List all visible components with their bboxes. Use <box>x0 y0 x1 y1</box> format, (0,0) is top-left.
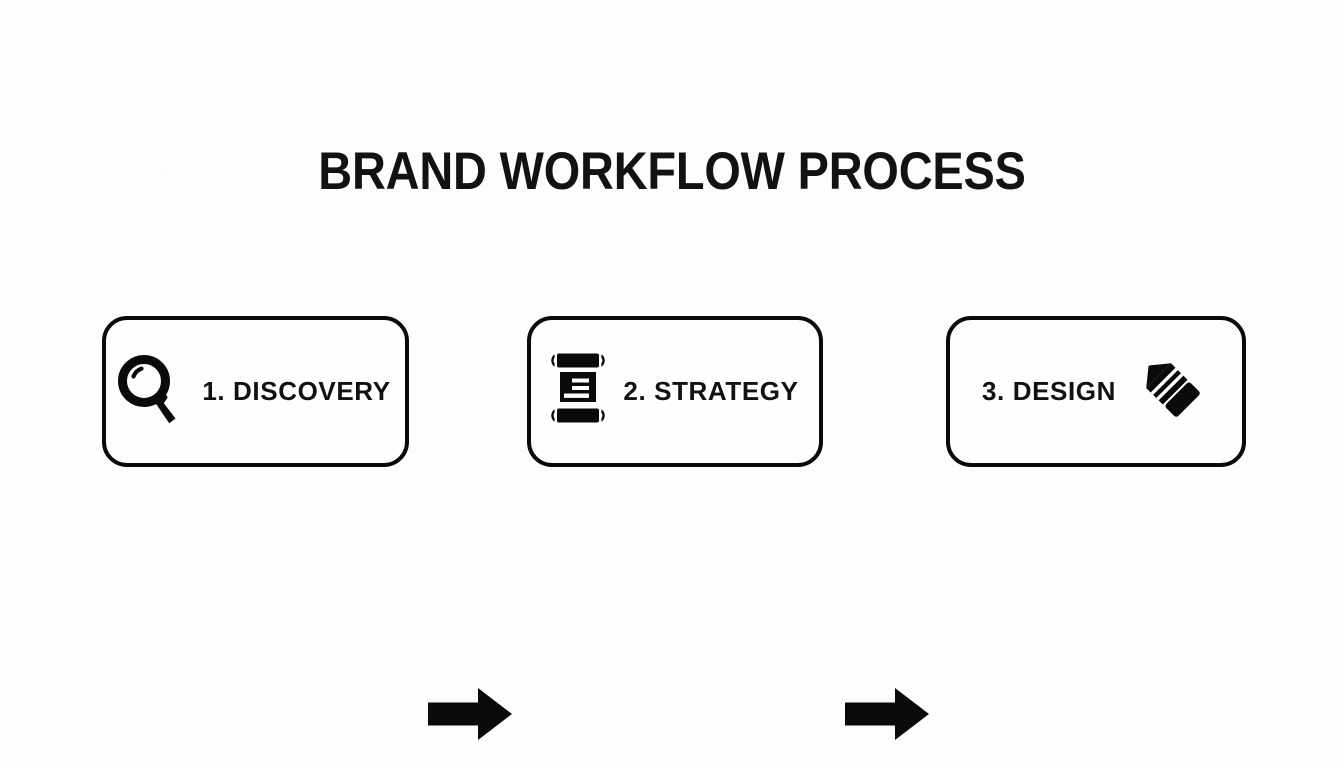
pencil-icon <box>1134 351 1210 432</box>
scroll-document-icon <box>547 350 609 433</box>
step-label-design: 3. DESIGN <box>982 376 1116 406</box>
arrow-right-icon <box>428 688 512 740</box>
step-card-strategy[interactable]: 2. STRATEGY <box>527 316 823 467</box>
page-title: BRAND WORKFLOW PROCESS <box>318 142 1026 201</box>
arrow-right-icon <box>845 688 929 740</box>
step-card-design[interactable]: 3. DESIGN <box>946 316 1246 467</box>
workflow-flow: 1. DISCOVERY <box>0 316 1344 740</box>
step-label-discovery: 1. DISCOVERY <box>202 376 391 406</box>
step-card-discovery[interactable]: 1. DISCOVERY <box>102 316 409 467</box>
step-label-strategy: 2. STRATEGY <box>623 376 799 406</box>
magnifier-icon <box>114 352 186 431</box>
